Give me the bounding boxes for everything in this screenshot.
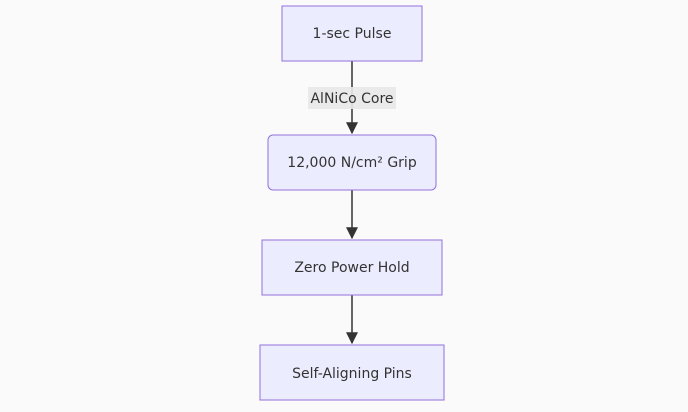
- node-pins: Self-Aligning Pins: [259, 344, 445, 401]
- node-box: [261, 239, 443, 296]
- edge-label-text: AlNiCo Core: [310, 91, 393, 107]
- edge-label-background: [308, 87, 396, 109]
- node-label: Zero Power Hold: [294, 260, 409, 276]
- node-pulse: 1-sec Pulse: [281, 5, 423, 62]
- node-label: Self-Aligning Pins: [292, 366, 412, 382]
- node-box: [267, 134, 437, 191]
- node-hold: Zero Power Hold: [261, 239, 443, 296]
- node-label: 12,000 N/cm² Grip: [287, 155, 417, 171]
- node-box: [259, 344, 445, 401]
- node-label: 1-sec Pulse: [313, 26, 392, 42]
- node-box: [281, 5, 423, 62]
- edge-label-alnico-core: AlNiCo Core: [308, 87, 396, 109]
- node-grip: 12,000 N/cm² Grip: [267, 134, 437, 191]
